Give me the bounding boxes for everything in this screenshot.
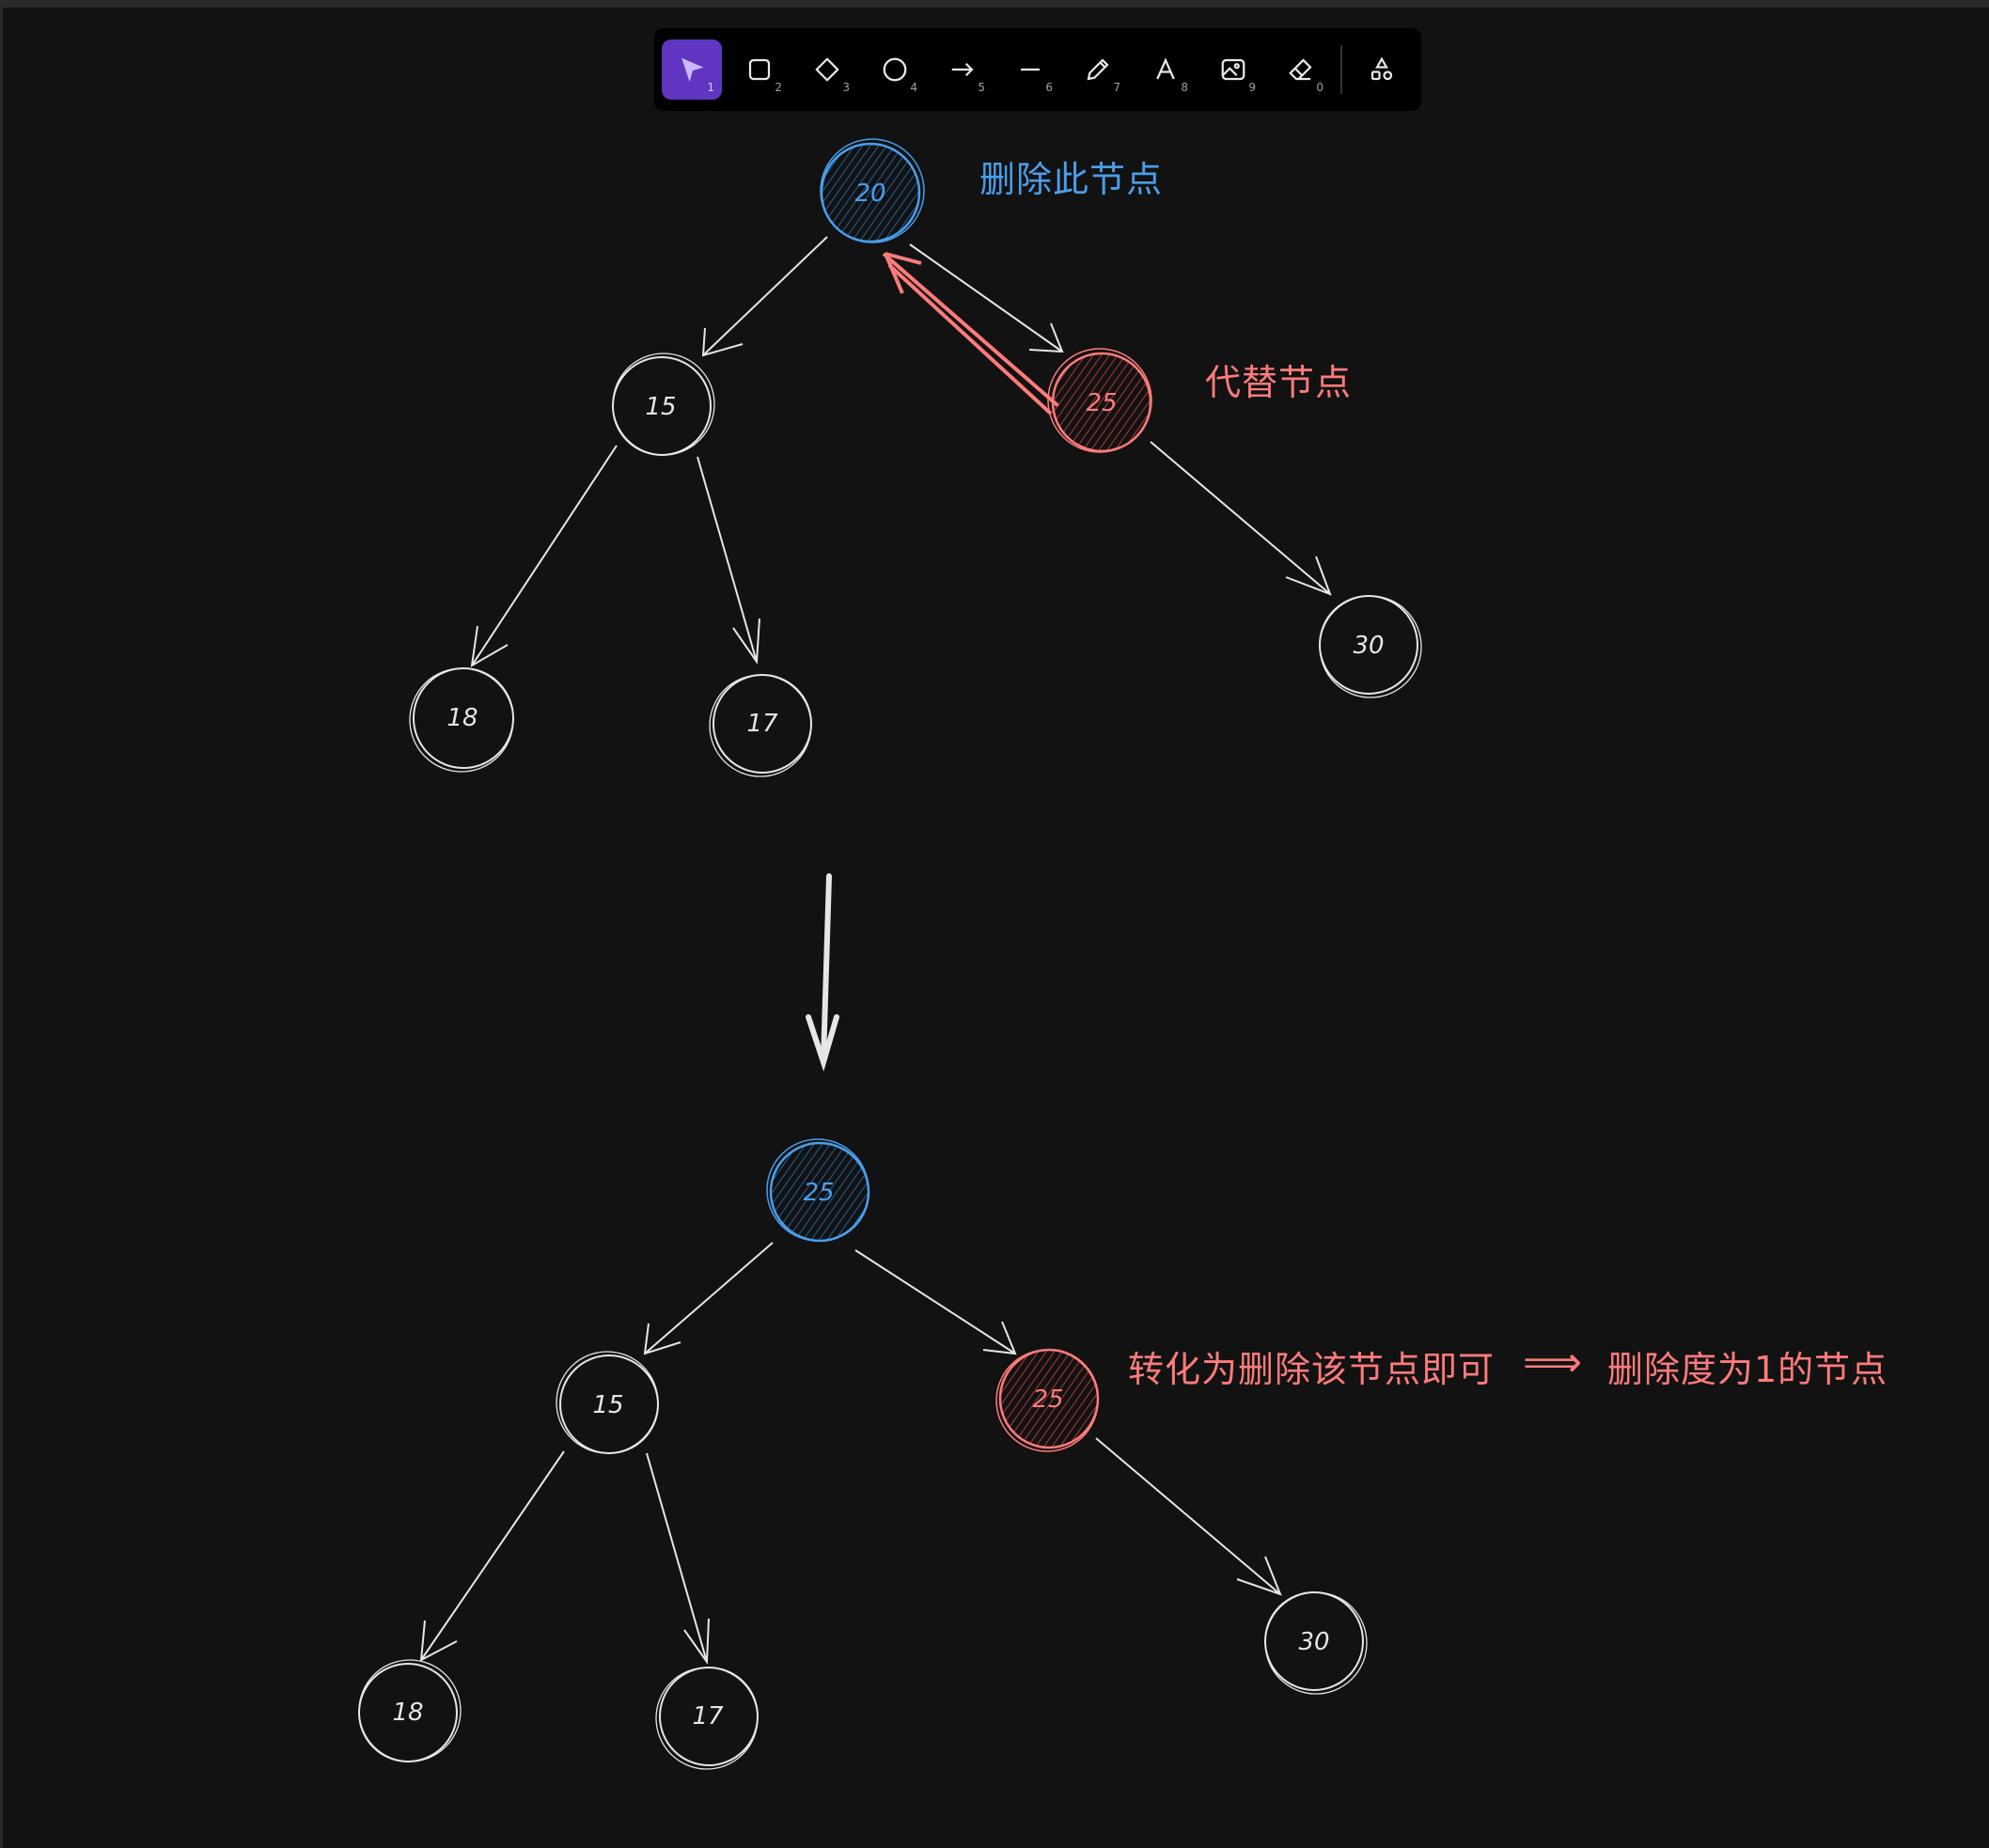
diamond-icon: [815, 57, 839, 82]
implies-arrow-icon[interactable]: ⟹: [1523, 1339, 1584, 1386]
node-right-before[interactable]: [1047, 348, 1152, 453]
annotation-replace-node[interactable]: 代替节点: [1205, 362, 1353, 403]
arrow-tool[interactable]: 5: [932, 39, 993, 100]
shortcut-key: 0: [1316, 81, 1323, 94]
draw-tool[interactable]: 7: [1068, 39, 1128, 100]
node-label: 17: [692, 1702, 724, 1731]
node-label: 15: [592, 1391, 623, 1419]
node-right-right-after[interactable]: [1264, 1591, 1368, 1695]
shortcut-key: 2: [775, 81, 782, 94]
shortcut-key: 4: [910, 81, 917, 94]
toolbar: 1 2 3 4 5 6 7 8 9 0: [654, 28, 1421, 111]
tree-after: [358, 1138, 1368, 1770]
pointer-icon: [681, 57, 704, 82]
node-left-after[interactable]: [556, 1351, 659, 1454]
replace-arrow[interactable]: [882, 252, 1060, 415]
annotation-delete-degree1[interactable]: 删除度为1的节点: [1607, 1349, 1888, 1390]
image-tool[interactable]: 9: [1203, 39, 1263, 100]
tree-before: [409, 138, 1422, 777]
node-label: 18: [392, 1699, 423, 1727]
edge-15-17[interactable]: [697, 456, 760, 665]
edge-25-15[interactable]: [643, 1242, 774, 1355]
shortcut-key: 1: [707, 81, 714, 94]
edge-15-18[interactable]: [419, 1450, 565, 1662]
rectangle-tool[interactable]: 2: [729, 39, 790, 100]
shortcut-key: 5: [978, 81, 985, 94]
node-right-right-before[interactable]: [1319, 595, 1422, 698]
shortcut-key: 8: [1181, 81, 1188, 94]
shapes-library-tool[interactable]: [1352, 39, 1412, 100]
annotation-delete-node[interactable]: 删除此节点: [979, 159, 1164, 200]
node-label: 30: [1298, 1628, 1329, 1656]
node-label: 30: [1353, 632, 1384, 660]
line-tool[interactable]: 6: [1000, 39, 1060, 100]
text-tool[interactable]: 8: [1135, 39, 1196, 100]
edge-25-30[interactable]: [1150, 441, 1332, 596]
ellipse-tool[interactable]: 4: [865, 39, 925, 100]
annotation-convert[interactable]: 转化为删除该节点即可: [1128, 1349, 1496, 1390]
shortcut-key: 3: [842, 81, 850, 94]
text-icon: [1156, 57, 1175, 80]
edge-20-15[interactable]: [701, 236, 828, 357]
node-label: 20: [854, 180, 885, 208]
line-icon: [1021, 68, 1040, 71]
window-top-border: [0, 0, 1989, 8]
toolbar-divider: [1340, 45, 1342, 94]
node-label: 18: [446, 704, 478, 732]
edge-25-30[interactable]: [1095, 1437, 1282, 1596]
node-label: 15: [645, 393, 676, 421]
node-label: 25: [1086, 389, 1117, 417]
node-left-left-before[interactable]: [409, 667, 514, 773]
node-label: 25: [1032, 1386, 1063, 1414]
node-label: 25: [803, 1179, 834, 1207]
selection-tool[interactable]: 1: [662, 39, 722, 100]
arrow-icon: [951, 62, 974, 77]
edge-15-18[interactable]: [470, 445, 618, 667]
edge-15-17[interactable]: [646, 1452, 710, 1665]
rectangle-icon: [748, 58, 771, 81]
node-label: 17: [746, 710, 778, 738]
node-root-before[interactable]: [820, 138, 925, 243]
shapes-icon: [1370, 56, 1393, 81]
shortcut-key: 6: [1045, 81, 1053, 94]
pencil-icon: [1087, 58, 1109, 81]
eraser-tool[interactable]: 0: [1271, 39, 1331, 100]
ellipse-icon: [883, 57, 907, 82]
edge-25-25[interactable]: [854, 1249, 1017, 1355]
shortcut-key: 9: [1248, 81, 1256, 94]
window-left-border: [0, 0, 3, 1848]
node-root-after[interactable]: [766, 1138, 870, 1243]
edge-20-25[interactable]: [909, 243, 1064, 353]
diamond-tool[interactable]: 3: [797, 39, 857, 100]
eraser-icon: [1289, 58, 1312, 81]
node-left-right-after[interactable]: [655, 1667, 759, 1770]
node-left-before[interactable]: [612, 352, 715, 456]
node-right-after[interactable]: [995, 1348, 1100, 1452]
shortcut-key: 7: [1113, 81, 1120, 94]
image-icon: [1221, 58, 1245, 81]
node-left-left-after[interactable]: [358, 1659, 462, 1762]
node-left-right-before[interactable]: [709, 674, 812, 777]
transform-arrow[interactable]: [806, 873, 839, 1073]
